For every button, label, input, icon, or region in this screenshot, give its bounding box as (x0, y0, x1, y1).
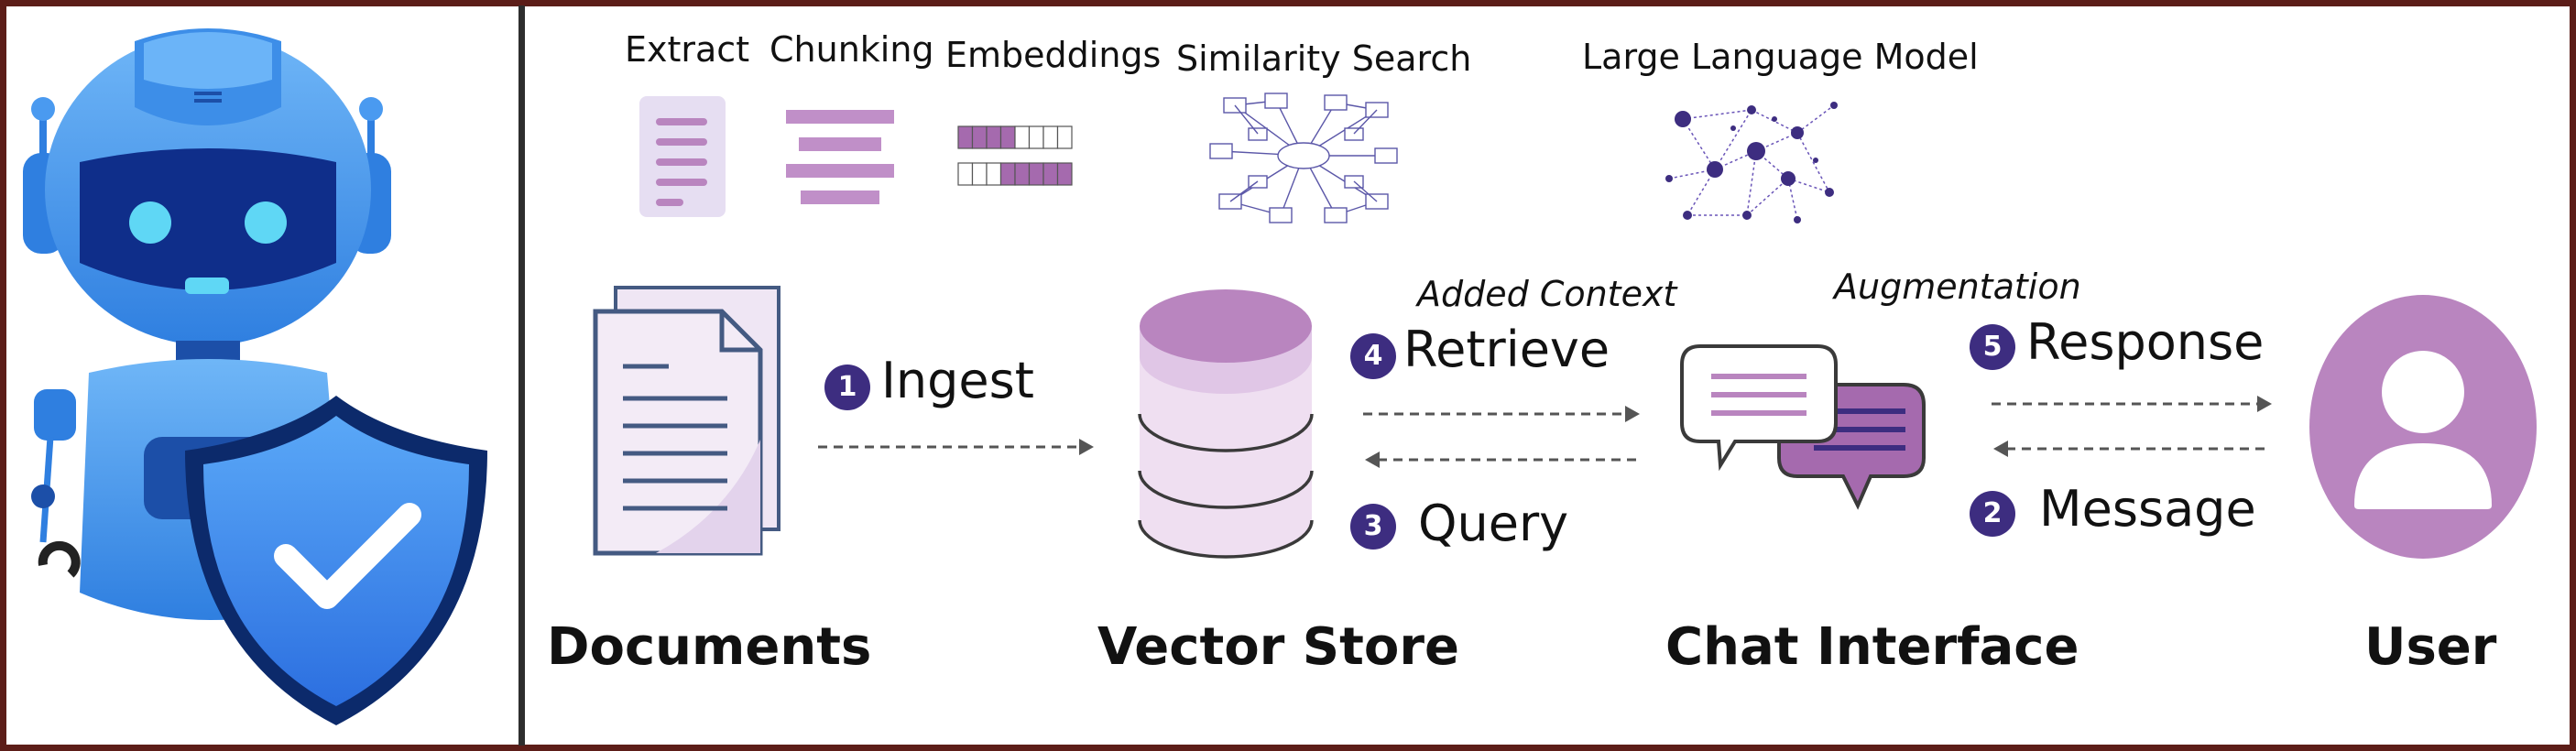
step-badge-1: 1 (824, 365, 870, 410)
step-label-query: Query (1418, 495, 1569, 552)
node-label-chat-interface: Chat Interface (1665, 617, 2079, 677)
checkmark-icon (274, 503, 421, 609)
robot-panel (6, 6, 518, 745)
database-icon (1138, 289, 1314, 559)
graph-cluster-icon (1209, 93, 1398, 223)
step-badge-5: 5 (1970, 324, 2015, 370)
node-label-documents: Documents (547, 617, 872, 677)
label-similarity-search: Similarity Search (1176, 38, 1472, 79)
step-label-response: Response (2026, 313, 2265, 371)
label-chunking: Chunking (770, 29, 934, 70)
document-lines-icon (639, 96, 726, 217)
chunk-bars-icon (786, 110, 894, 204)
annotation-augmentation: Augmentation (1834, 267, 2081, 307)
label-large-language-model: Large Language Model (1582, 37, 1979, 77)
step-label-ingest: Ingest (881, 352, 1034, 409)
annotation-added-context: Added Context (1417, 274, 1677, 314)
node-label-user: User (2364, 617, 2497, 677)
step-badge-4: 4 (1350, 333, 1396, 379)
robot-icon (23, 28, 487, 725)
node-label-vector-store: Vector Store (1097, 617, 1459, 677)
step-label-retrieve: Retrieve (1403, 321, 1610, 378)
step-label-message: Message (2039, 480, 2256, 538)
label-embeddings: Embeddings (945, 35, 1162, 75)
label-extract: Extract (625, 29, 750, 70)
chat-bubbles-icon (1680, 344, 1926, 510)
step-badge-2: 2 (1970, 491, 2015, 537)
panel-divider (518, 5, 525, 746)
neural-network-icon (1665, 102, 1838, 223)
step-badge-3: 3 (1350, 504, 1396, 550)
user-avatar-icon (2309, 295, 2537, 559)
documents-icon (593, 286, 780, 556)
vector-grid-icon (957, 125, 1073, 186)
